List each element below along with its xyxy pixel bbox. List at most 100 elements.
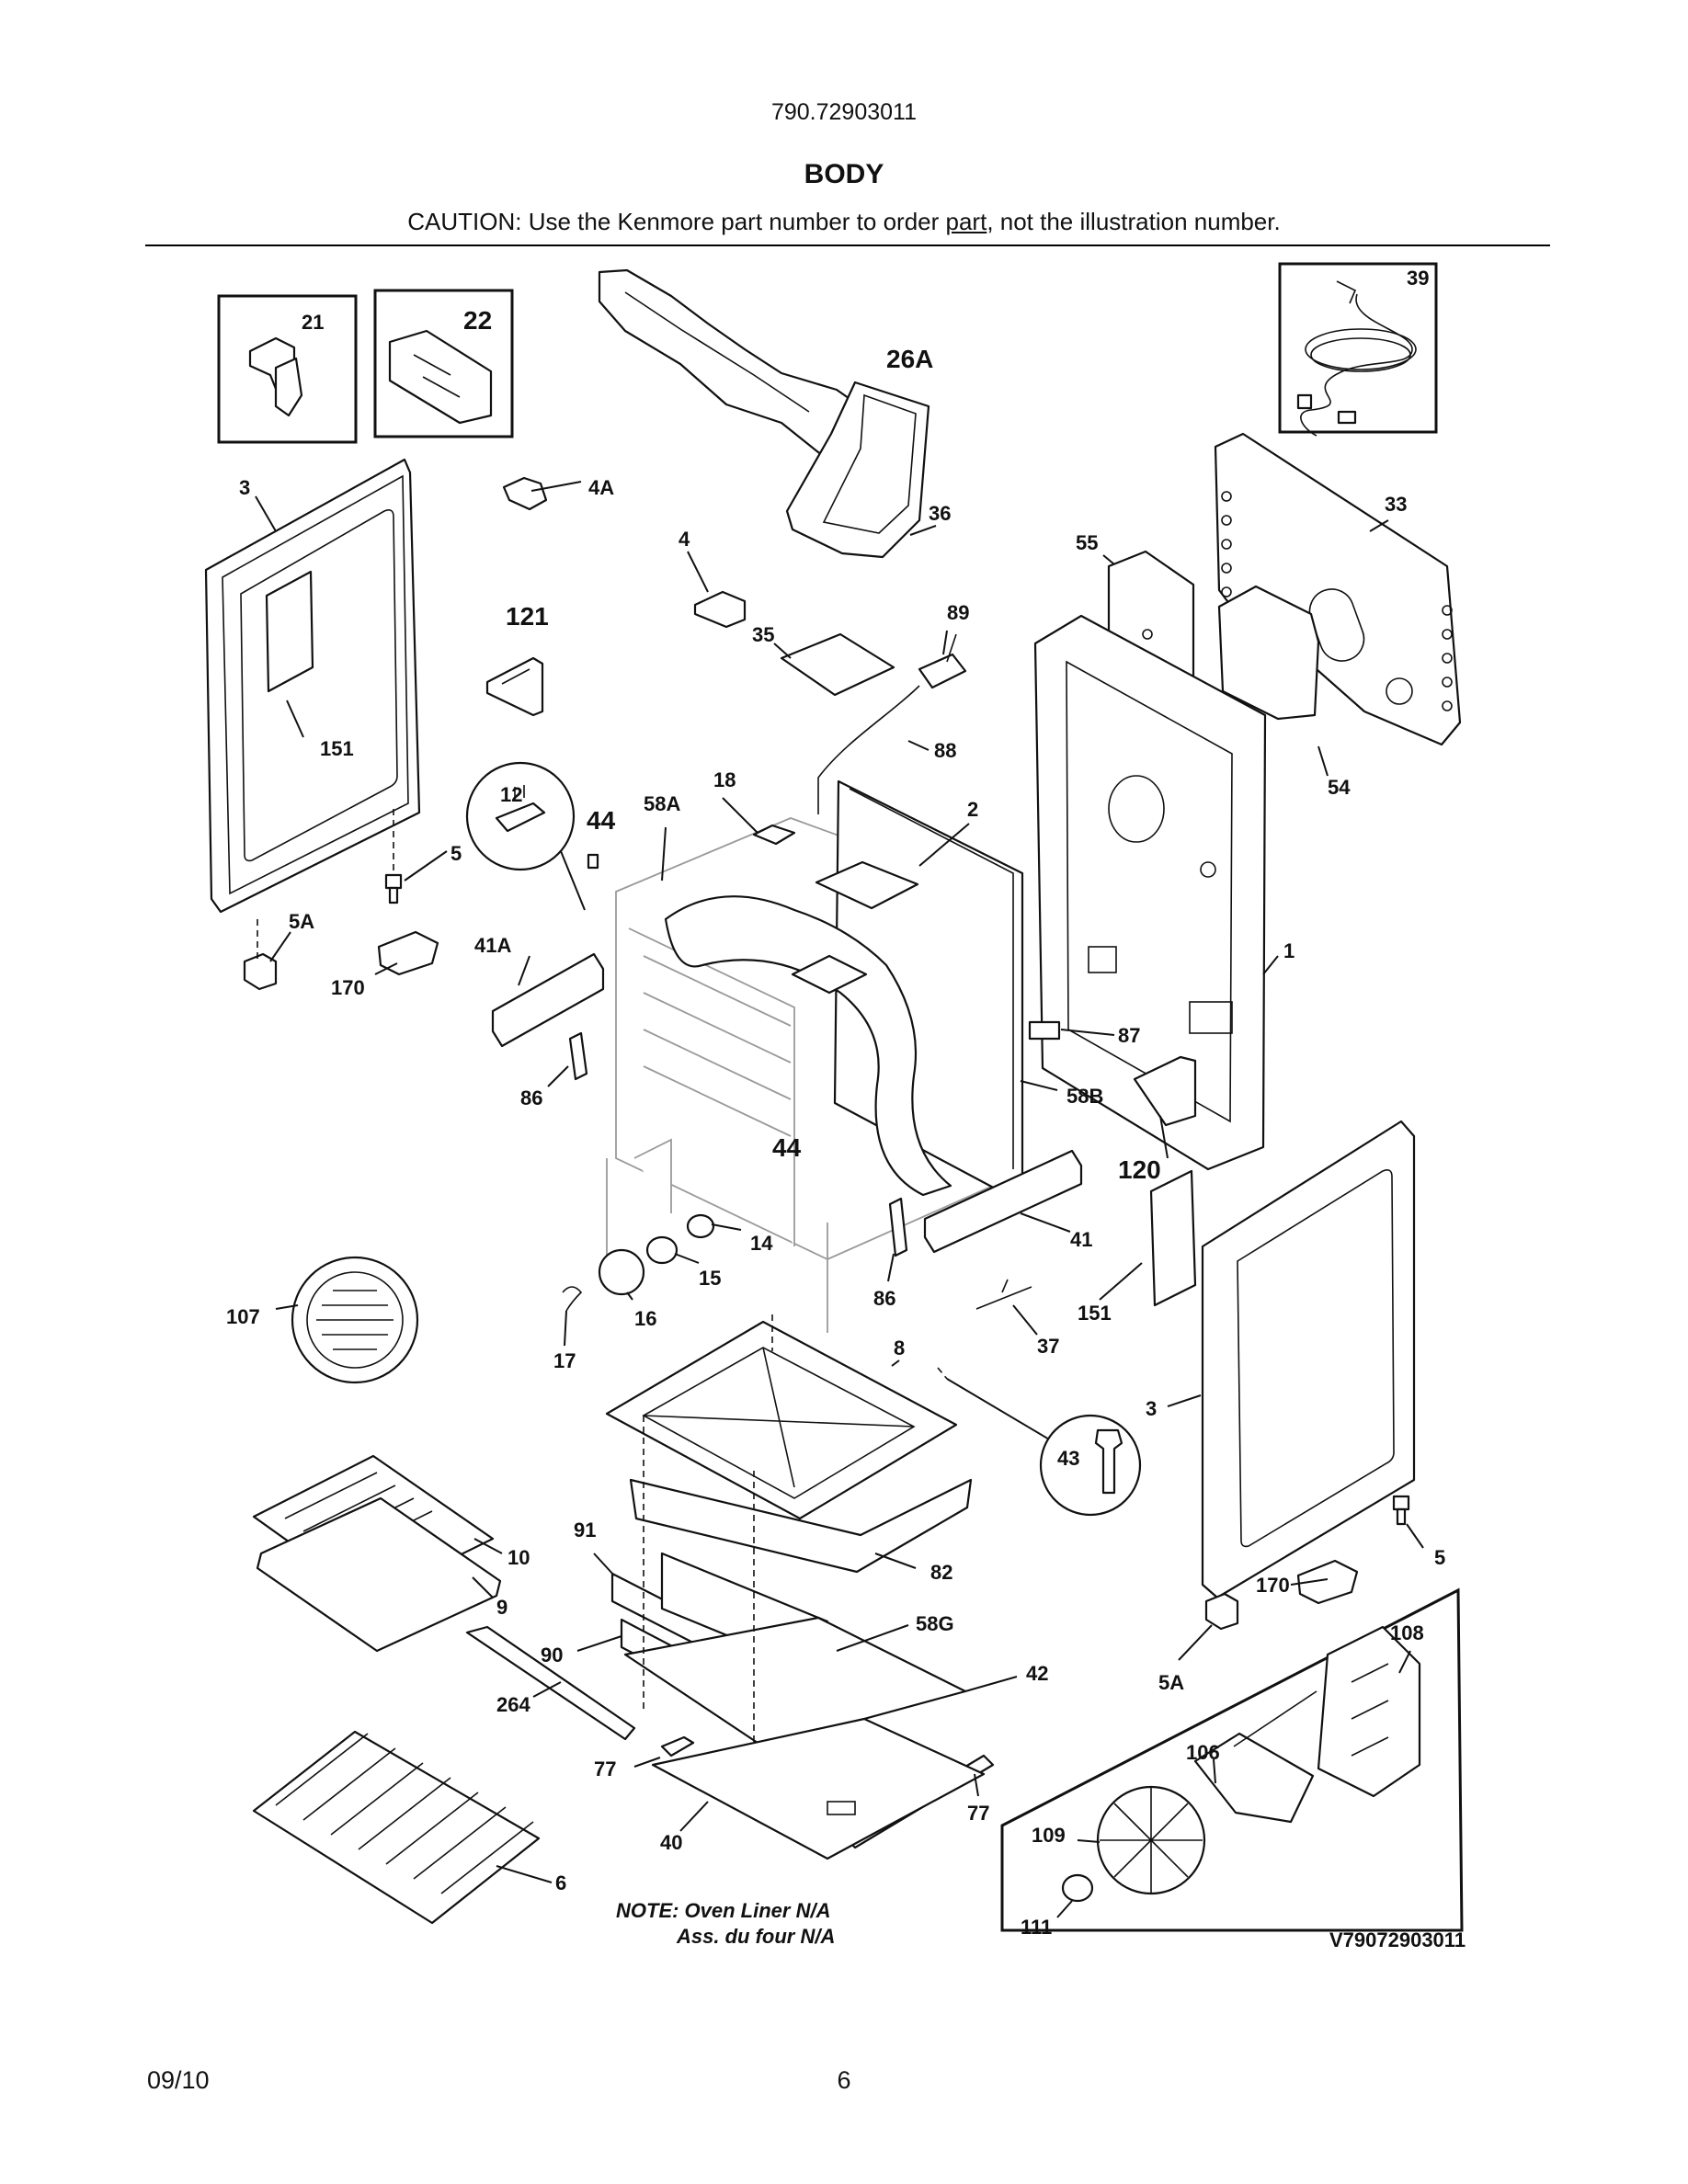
part-35-plate [780, 632, 895, 697]
callout-2: 2 [967, 798, 978, 821]
part-54-bracket [1217, 585, 1320, 721]
part-22-bracket [388, 329, 493, 425]
callout-106: 106 [1186, 1741, 1220, 1764]
callout-35: 35 [752, 623, 774, 646]
callout-121: 121 [506, 602, 549, 631]
callout-22: 22 [463, 306, 492, 335]
callout-82: 82 [930, 1561, 952, 1584]
note-line-2: Ass. du four N/A [676, 1925, 835, 1948]
footer-date: 09/10 [147, 2066, 210, 2094]
callout-264: 264 [496, 1693, 530, 1716]
inset-box-39 [1278, 262, 1438, 434]
callout-26A: 26A [886, 345, 933, 373]
part-82-shield [629, 1478, 973, 1574]
callout-9: 9 [496, 1596, 508, 1619]
callout-151-right: 151 [1078, 1302, 1112, 1325]
part-5A-left-foot [243, 952, 278, 991]
callout-170-right: 170 [1256, 1574, 1290, 1597]
callout-40: 40 [660, 1831, 682, 1854]
part-3-left-side-panel [204, 458, 421, 914]
caution-prefix: CAUTION: Use the Kenmore part number to … [407, 208, 946, 235]
callout-170-left: 170 [331, 976, 365, 999]
callout-21: 21 [302, 311, 324, 334]
part-44-clip-top [587, 853, 599, 870]
callout-1: 1 [1283, 939, 1295, 962]
callout-77-left: 77 [594, 1757, 616, 1780]
part-14-lamp-socket [686, 1213, 715, 1239]
section-title: BODY [804, 159, 884, 189]
part-4A-bracket [502, 476, 548, 511]
part-8-oven-bottom [605, 1320, 958, 1520]
part-5A-right-foot [1204, 1592, 1239, 1631]
part-87-terminal [1028, 1020, 1061, 1041]
part-43-screw [1094, 1428, 1123, 1495]
callout-88: 88 [934, 739, 956, 762]
callout-37: 37 [1037, 1335, 1059, 1358]
diagram-reference-number: V79072903011 [1329, 1928, 1466, 1951]
callout-10: 10 [508, 1546, 530, 1569]
callout-15: 15 [699, 1267, 721, 1290]
leader-lines [255, 481, 1424, 1918]
callout-58A: 58A [644, 792, 680, 815]
part-21-clip [248, 336, 303, 417]
part-86-right-bracket [888, 1197, 908, 1257]
part-15-bulb [645, 1235, 679, 1265]
callout-12: 12 [500, 783, 522, 806]
callout-36: 36 [929, 502, 951, 525]
callout-42: 42 [1026, 1662, 1048, 1685]
part-17-wire-clip [562, 1286, 583, 1312]
callout-14: 14 [750, 1232, 773, 1255]
part-170-right-bracket [1296, 1559, 1359, 1605]
caution-link[interactable]: part [945, 208, 987, 235]
part-107-fan-cover [291, 1256, 419, 1384]
callout-58B: 58B [1066, 1085, 1103, 1108]
callout-77-right: 77 [967, 1802, 989, 1825]
part-43-screw-detail [1039, 1414, 1142, 1517]
callout-17: 17 [553, 1349, 576, 1372]
inset-box-21 [217, 294, 358, 444]
callout-89: 89 [947, 601, 969, 624]
callout-5-left: 5 [451, 842, 462, 865]
callout-108: 108 [1390, 1621, 1424, 1644]
part-86-left-bracket [568, 1031, 588, 1081]
callout-18: 18 [713, 768, 736, 791]
callout-111: 111 [1021, 1916, 1052, 1939]
callout-8: 8 [894, 1337, 905, 1359]
callout-58G: 58G [916, 1612, 954, 1635]
part-106-fan-bracket [1193, 1690, 1317, 1824]
callout-41: 41 [1070, 1228, 1092, 1251]
model-number: 790.72903011 [770, 99, 918, 125]
callout-41A: 41A [474, 934, 511, 957]
part-108-fan-motor [1317, 1625, 1421, 1798]
part-121-bracket [485, 656, 544, 717]
part-264-strip [465, 1625, 636, 1741]
part-5-right-leveler [1392, 1495, 1410, 1526]
part-42-bottom-frame [623, 1616, 967, 1748]
callout-5A-left: 5A [289, 910, 314, 933]
part-40-drawer [651, 1717, 986, 1860]
part-16-lamp-cover [598, 1248, 645, 1296]
part-5-left-leveler [384, 873, 403, 904]
callout-107: 107 [226, 1305, 260, 1328]
callout-151-left: 151 [320, 737, 354, 760]
footer-page-number: 6 [837, 2066, 851, 2094]
callout-6: 6 [555, 1871, 566, 1894]
callout-33: 33 [1385, 493, 1407, 516]
callout-55: 55 [1076, 531, 1098, 554]
callout-4A: 4A [588, 476, 614, 499]
callout-5A-right: 5A [1158, 1671, 1184, 1694]
header-divider [145, 245, 1550, 246]
caution-suffix: , not the illustration number. [987, 208, 1281, 235]
callout-86-left: 86 [520, 1086, 542, 1109]
callout-86-right: 86 [873, 1287, 895, 1310]
inset-box-22 [373, 289, 514, 438]
callout-5-right: 5 [1434, 1546, 1445, 1569]
part-4-bracket [693, 590, 747, 629]
part-9-broiler-pan [256, 1496, 502, 1653]
part-2-bracket [815, 860, 919, 910]
part-89-sensor [817, 633, 967, 814]
callout-54: 54 [1328, 776, 1351, 799]
part-6-oven-rack [252, 1730, 541, 1925]
part-111-nut [1061, 1873, 1094, 1903]
part-109-fan-blade [1096, 1785, 1206, 1895]
